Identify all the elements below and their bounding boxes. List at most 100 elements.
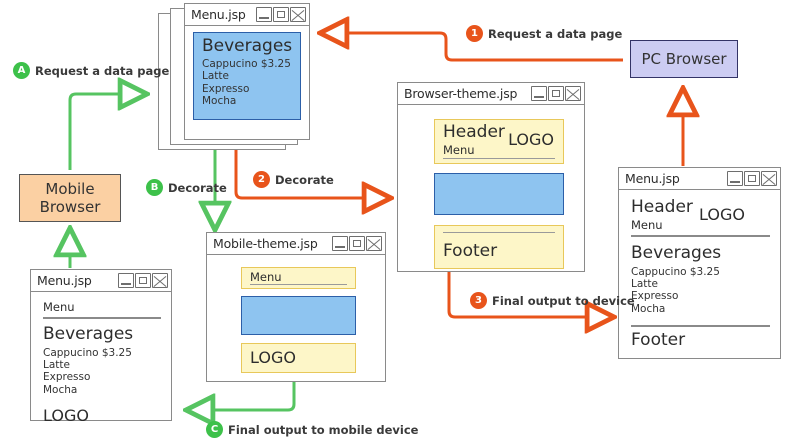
step-marker-icon: B <box>146 179 163 196</box>
footer-divider <box>631 325 770 327</box>
beverage-item: Latte <box>202 70 229 83</box>
menu-divider <box>43 317 161 319</box>
maximize-icon[interactable] <box>135 273 151 288</box>
window-title: Mobile-theme.jsp <box>213 236 318 251</box>
window-browser-theme-jsp[interactable]: Browser-theme.jsp Header Menu LOGO Foote… <box>397 82 585 272</box>
minimize-icon[interactable] <box>332 236 348 251</box>
window-controls <box>727 171 777 186</box>
minimize-icon[interactable] <box>256 7 272 22</box>
step-label: Final output to device <box>492 293 635 308</box>
beverages-heading: Beverages <box>202 36 293 56</box>
logo-block: LOGO <box>241 343 356 373</box>
window-controls <box>118 273 168 288</box>
titlebar: Browser-theme.jsp <box>398 83 584 105</box>
header-menu-label: Menu <box>443 143 475 157</box>
window-menu-jsp-stack[interactable]: Menu.jsp Beverages Cappucino $3.25 Latte… <box>184 3 310 140</box>
menu-label: Menu <box>631 218 663 232</box>
window-body: Menu Beverages Cappucino $3.25 Latte Exp… <box>31 292 171 428</box>
window-mobile-theme-jsp[interactable]: Mobile-theme.jsp Menu LOGO <box>206 232 386 382</box>
header-logo-label: LOGO <box>508 130 554 149</box>
close-icon[interactable] <box>290 7 306 22</box>
titlebar: Menu.jsp <box>185 4 309 26</box>
window-pc-output-menu-jsp[interactable]: Menu.jsp Header Menu LOGO Beverages Capp… <box>618 167 781 359</box>
beverage-item: Mocha <box>631 302 666 315</box>
logo-label: LOGO <box>250 348 296 367</box>
beverage-item: Latte <box>631 278 658 290</box>
beverage-item: Cappucino $3.25 <box>43 346 132 359</box>
header-heading: Header <box>443 122 505 142</box>
step-badge-c: C Final output to mobile device <box>206 421 419 438</box>
beverage-item: Expresso <box>43 371 91 384</box>
footer-block: Footer <box>434 225 564 269</box>
window-title: Menu.jsp <box>625 171 680 186</box>
window-body: Header Menu LOGO Beverages Cappucino $3.… <box>619 190 780 365</box>
close-icon[interactable] <box>761 171 777 186</box>
beverage-item: Mocha <box>202 95 237 108</box>
content-block <box>434 173 564 215</box>
logo-label: LOGO <box>699 205 745 224</box>
beverage-item: Mocha <box>43 383 78 396</box>
step-marker-icon: 1 <box>466 25 483 42</box>
step-badge-1: 1 Request a data page <box>466 25 622 42</box>
menu-label: Menu <box>250 270 282 284</box>
step-marker-icon: 2 <box>253 171 270 188</box>
step-label: Request a data page <box>35 63 170 78</box>
maximize-icon[interactable] <box>349 236 365 251</box>
mobile-browser-label-line1: Mobile <box>45 180 95 198</box>
maximize-icon[interactable] <box>744 171 760 186</box>
window-controls <box>531 86 581 101</box>
beverage-item: Cappucino $3.25 <box>202 58 291 70</box>
header-heading: Header <box>631 197 693 217</box>
maximize-icon[interactable] <box>273 7 289 22</box>
beverages-panel: Beverages Cappucino $3.25 Latte Expresso… <box>193 32 301 120</box>
footer-heading: Footer <box>443 241 498 261</box>
window-body: Menu LOGO <box>207 255 385 381</box>
minimize-icon[interactable] <box>531 86 547 101</box>
footer-heading: Footer <box>631 329 686 350</box>
header-divider <box>443 157 555 159</box>
step-marker-icon: A <box>13 62 30 79</box>
step-badge-2: 2 Decorate <box>253 171 334 188</box>
beverage-item: Expresso <box>202 82 250 95</box>
header-divider <box>631 235 770 237</box>
step-label: Final output to mobile device <box>228 422 419 437</box>
minimize-icon[interactable] <box>118 273 134 288</box>
window-title: Menu.jsp <box>37 273 92 288</box>
menu-divider <box>250 283 347 285</box>
beverages-heading: Beverages <box>631 242 722 263</box>
pc-browser-label: PC Browser <box>641 50 727 68</box>
window-controls <box>256 7 306 22</box>
step-badge-b: B Decorate <box>146 179 227 196</box>
titlebar: Menu.jsp <box>31 270 171 292</box>
mobile-browser-label: Mobile Browser <box>40 180 101 216</box>
beverage-item: Latte <box>43 359 70 371</box>
close-icon[interactable] <box>565 86 581 101</box>
step-marker-icon: C <box>206 421 223 438</box>
maximize-icon[interactable] <box>548 86 564 101</box>
mobile-browser-box[interactable]: Mobile Browser <box>19 174 121 222</box>
window-title: Browser-theme.jsp <box>404 86 518 101</box>
window-body: Header Menu LOGO Footer <box>398 105 584 271</box>
beverages-heading: Beverages <box>43 323 134 344</box>
close-icon[interactable] <box>366 236 382 251</box>
header-block: Header Menu LOGO <box>434 119 564 164</box>
titlebar: Menu.jsp <box>619 168 780 190</box>
menu-label: Menu <box>43 300 75 314</box>
minimize-icon[interactable] <box>727 171 743 186</box>
window-title: Menu.jsp <box>191 7 246 22</box>
step-label: Decorate <box>275 172 334 187</box>
window-body: Beverages Cappucino $3.25 Latte Expresso… <box>185 26 309 139</box>
arrow-step-a <box>68 94 145 170</box>
titlebar: Mobile-theme.jsp <box>207 233 385 255</box>
window-controls <box>332 236 382 251</box>
step-badge-a: A Request a data page <box>13 62 169 79</box>
content-block <box>241 296 356 335</box>
beverage-item: Expresso <box>631 290 679 303</box>
pc-browser-box[interactable]: PC Browser <box>630 40 738 78</box>
window-mobile-output-menu-jsp[interactable]: Menu.jsp Menu Beverages Cappucino $3.25 … <box>30 269 172 425</box>
step-marker-icon: 3 <box>470 292 487 309</box>
close-icon[interactable] <box>152 273 168 288</box>
logo-label: LOGO <box>43 406 89 426</box>
footer-divider <box>443 232 555 234</box>
